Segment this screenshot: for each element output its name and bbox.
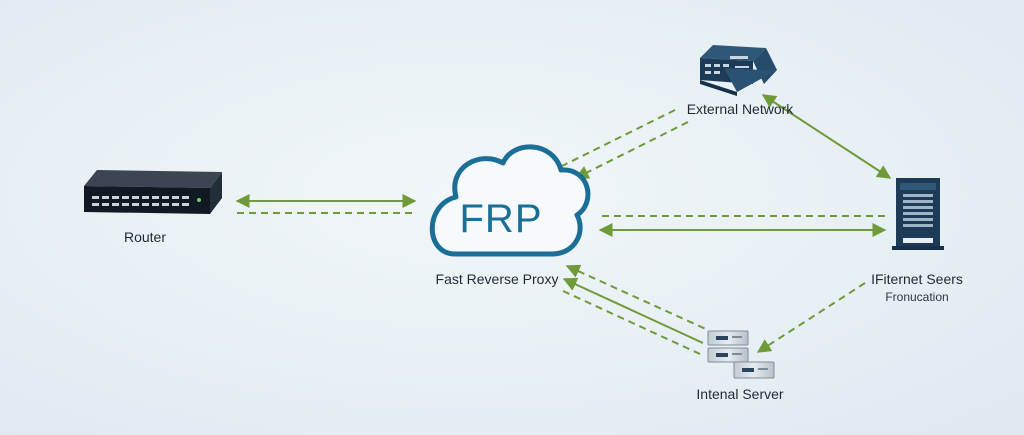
internet-server-label: IFiternet Seers <box>871 271 963 287</box>
internet-server-sublabel: Fronucation <box>885 290 949 304</box>
external-network-label: External Network <box>686 101 794 117</box>
external-network-icon <box>700 45 777 96</box>
frp-internal-dashed-2 <box>562 290 701 355</box>
internal-server-icon <box>707 330 775 379</box>
frp-internal-arrow <box>562 277 704 344</box>
frp-title: FRP <box>460 197 543 241</box>
frp-label: Fast Reverse Proxy <box>435 271 559 287</box>
internal-server-label: Intenal Server <box>696 386 784 402</box>
external-frp-arrow <box>574 121 689 179</box>
external-inet-arrow <box>761 94 892 179</box>
inet-internal-dashed <box>756 282 866 353</box>
router-icon <box>84 170 222 214</box>
external-frp-dashed <box>561 109 676 167</box>
frp-internal-dashed-1 <box>565 264 709 331</box>
frp-cloud-icon: FRP <box>429 144 591 257</box>
router-label: Router <box>123 229 167 245</box>
connections <box>235 94 892 355</box>
internet-server-icon <box>892 178 944 250</box>
